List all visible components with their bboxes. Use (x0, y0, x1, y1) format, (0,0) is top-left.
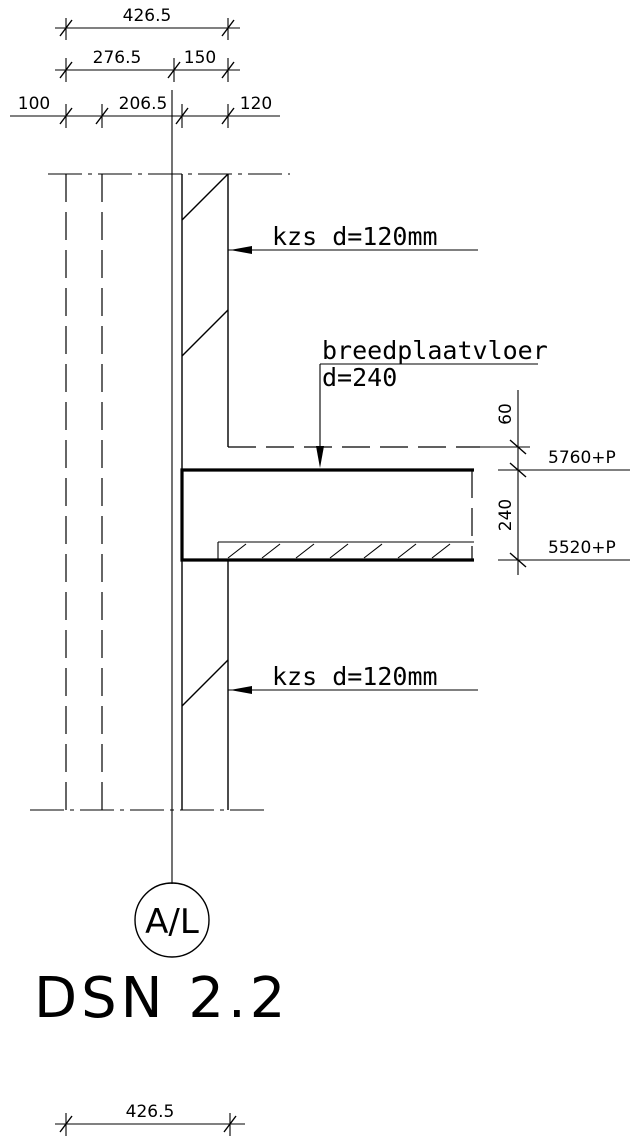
floor-thickness-label: d=240 (322, 363, 397, 392)
dimension-chain-bottom: 426.5 (55, 1102, 245, 1136)
dim-slab-60: 60 (496, 403, 516, 425)
slab-vertical-dimensions: 60 240 5760+P 5520+P (474, 390, 630, 575)
dim-276-5: 276.5 (93, 48, 142, 68)
level-5520: 5520+P (548, 538, 616, 558)
grid-axis-bubble: A/L (134, 882, 210, 958)
dim-100: 100 (18, 94, 50, 114)
floor-type-label: breedplaatvloer (322, 336, 548, 365)
inner-wall-lower (181, 560, 229, 810)
inner-wall-upper (181, 173, 229, 470)
dimension-chains-top: 426.5 276.5 150 100 206.5 120 (10, 6, 280, 128)
dim-total-bottom: 426.5 (126, 1102, 175, 1122)
wall-lower-label: kzs d=120mm (272, 662, 438, 691)
dim-slab-240: 240 (496, 499, 516, 531)
dim-150: 150 (184, 48, 216, 68)
dim-total-top: 426.5 (123, 6, 172, 26)
leader-floor: breedplaatvloer d=240 (316, 336, 548, 468)
outer-leaf-dashed (65, 174, 103, 810)
dim-206-5: 206.5 (119, 94, 168, 114)
floor-slab (180, 446, 480, 562)
level-5760: 5760+P (548, 448, 616, 468)
dim-120: 120 (240, 94, 272, 114)
detail-title: DSN 2.2 (34, 966, 289, 1031)
leader-wall-upper: kzs d=120mm (228, 222, 478, 254)
leader-wall-lower: kzs d=120mm (228, 662, 478, 694)
wall-upper-label: kzs d=120mm (272, 222, 438, 251)
grid-axis-label: A/L (145, 902, 199, 942)
